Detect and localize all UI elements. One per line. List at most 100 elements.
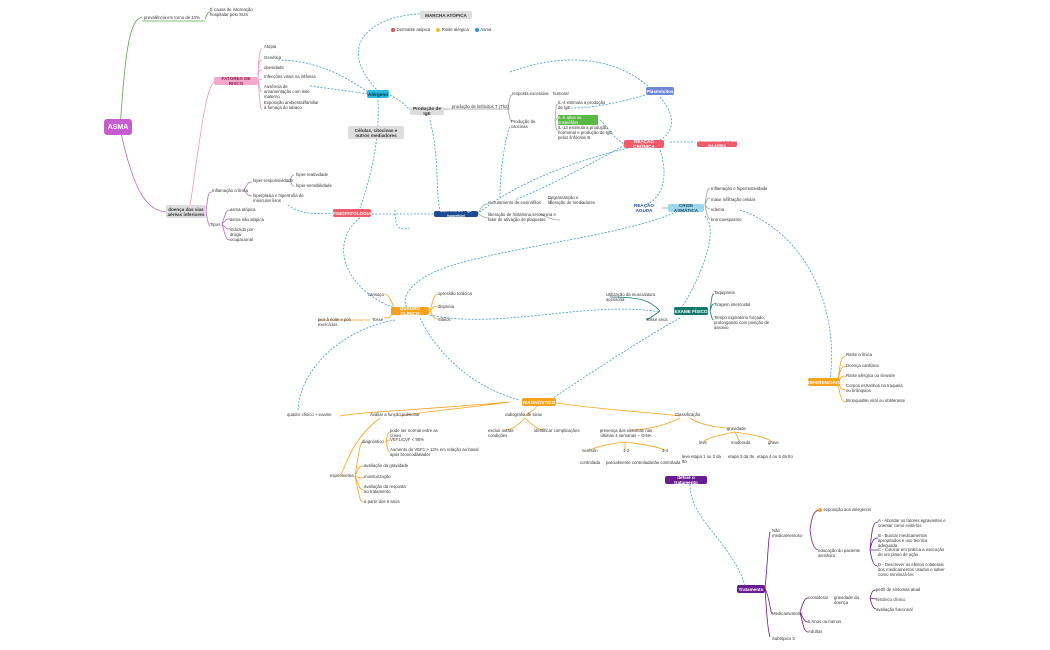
diferenciais-node[interactable]: DIFERENCIAIS (807, 378, 841, 386)
marcha-item-2[interactable]: Asma (474, 27, 491, 32)
marcha-item-1[interactable]: Rinite alérgica (436, 27, 469, 32)
prevalence-note[interactable]: É causa de internação hospitalar pelo SU… (210, 7, 253, 17)
quadro-item-tosse[interactable]: Tosse (372, 317, 384, 322)
citocina-il13[interactable]: IL-13 estimula a produção hormonal e pro… (558, 125, 613, 140)
gravidade-step-1[interactable]: etapa 3 da tto (728, 454, 755, 459)
liberacao-label[interactable]: liberação de histamina,serotonina e fato… (488, 212, 556, 222)
humoral-label[interactable]: humoral (553, 91, 569, 96)
tipo-item-1[interactable]: asma não atópica (230, 217, 264, 222)
grav-item-1[interactable]: histórico clínico (876, 597, 906, 602)
fatores-item-5[interactable]: Exposição ambiental/familiar à fumaça do… (264, 100, 319, 110)
alergeno-node[interactable]: Alérgeno (367, 90, 389, 98)
espiro-diag-item-0[interactable]: pode ser normal entre as crises (390, 428, 438, 438)
fatores-item-1[interactable]: Genética (264, 55, 282, 60)
diagnostico-funcao-pulmonar[interactable]: Avaliar a função pulmonar (370, 412, 420, 417)
educacao-item-c[interactable]: C - Colocar em prática a execução de um … (878, 547, 945, 557)
diagnostico-quadro-exame[interactable]: quadro clínico + exame (287, 412, 332, 417)
gravidade-title[interactable]: gravidade (727, 426, 746, 431)
gravidade-level-2[interactable]: grave (768, 440, 779, 445)
quadro-item-dispneia[interactable]: dispneia (438, 304, 455, 309)
nao-medicamentoso-label[interactable]: Não medicamentoso (772, 528, 803, 538)
grav-item-2[interactable]: avaliação funcional (876, 607, 913, 612)
fatores-item-0[interactable]: Atopia (264, 44, 277, 49)
crise-item-1[interactable]: maior infiltração celular (711, 197, 756, 202)
exame-item-tiragem[interactable]: Tiragem intercostal (714, 302, 751, 307)
prevalence-label[interactable]: prevalência em torno de 10% (144, 15, 200, 20)
radiografia-complicacoes[interactable]: identificar complicações (534, 428, 580, 433)
tipo-item-3[interactable]: ocupacional (230, 237, 253, 242)
exame-fisico-node[interactable]: EXAME FÍSICO (674, 307, 708, 315)
quadro-clinico-node[interactable]: QUADRO CLÍNICO (391, 306, 429, 316)
plasmocitos-node[interactable]: Plasmócitos (646, 87, 674, 95)
tipos-label[interactable]: Tipos (210, 222, 221, 227)
educacao-item-b[interactable]: B - Buscar medicamentos apropriados e us… (878, 533, 928, 548)
crise-item-0[interactable]: Inflamação e hiperreatividade (711, 186, 768, 191)
producao-citocinas-label[interactable]: Produção de citocinas (511, 119, 536, 129)
exame-tosse-seca[interactable]: Tosse seca (646, 317, 668, 322)
controle-level-1[interactable]: 1-2 (623, 448, 630, 453)
adultos-label[interactable]: Adultos (808, 629, 823, 634)
producao-linfocitos-label[interactable]: produção de linfócitos T (Th2) (452, 104, 509, 109)
espiro-diag-item-2[interactable]: Aumento do VEF1 > 12% em relação ao basa… (390, 447, 479, 457)
fatores-item-4[interactable]: Ausência de amamentação com leite matern… (264, 84, 310, 99)
reacao-cronica-node[interactable]: REAÇÃO CRÔNICA (624, 139, 664, 149)
quadro-item-sibilos[interactable]: Sibilos (438, 317, 451, 322)
controle-level-2[interactable]: 3-4 (662, 448, 669, 453)
producao-ige-node[interactable]: Produção de IgE (410, 106, 444, 116)
radiografia-excluir[interactable]: excluir outras condições (488, 428, 514, 438)
reacao-aguda-node[interactable]: REAÇÃO AGUDA (634, 203, 654, 213)
espiro-diag-item-1[interactable]: VEF1/CVF < 90% (390, 437, 425, 442)
hiper-responsividade-label[interactable]: hiper-responsividade (253, 178, 293, 183)
diagnostico-radiografia[interactable]: radiografia de tórax (505, 412, 543, 417)
controle-result-0[interactable]: controlada (580, 460, 601, 465)
diferencial-item-2[interactable]: Rinite alérgica ou sinusite (846, 373, 895, 378)
marcha-atopica-node[interactable]: MARCHA ATÓPICA (420, 11, 472, 19)
resposta-excessiva-label[interactable]: resposta excessiva (512, 91, 549, 96)
gravidade-doenca-label[interactable]: gravidade da doença (834, 595, 859, 605)
controle-gina-title[interactable]: presença dos sintomas nas últimas 4 sema… (599, 428, 653, 438)
considerar-label[interactable]: considerar (808, 595, 829, 600)
exposicao-alergenos-label[interactable]: exposição aos alérgenos (818, 507, 872, 512)
controle-level-0[interactable]: nenhum (582, 448, 598, 453)
tipo-item-2[interactable]: induzida por droga (230, 227, 254, 237)
gravidade-step-0[interactable]: leve etapa 1 ou 2 da tto (682, 454, 721, 464)
grav-item-0[interactable]: perfil de sintomas atual (876, 587, 921, 592)
gravidade-step-2[interactable]: etapa 4 ou 5 da tto (757, 454, 793, 459)
recrutamento-label[interactable]: recrutamento de eosinófilos (488, 200, 541, 205)
gravidade-level-0[interactable]: leve (699, 440, 707, 445)
diferencial-item-3[interactable]: Corpos estranhos na traqueia ou brônquio… (846, 383, 903, 393)
doenca-vias-aereas-node[interactable]: doença das vias aéreas inferiores (166, 205, 206, 218)
controle-result-1[interactable]: parcialmente controlada (606, 460, 652, 465)
educacao-item-a[interactable]: A - Abordar os fatores agravantes e orie… (878, 518, 946, 528)
espiro-item-1[interactable]: monitorização (364, 474, 391, 479)
mastocitos-node[interactable]: MASTÓCITOS + IgE (superfície) (434, 209, 478, 218)
diferencial-item-1[interactable]: Doença cardíaca (846, 363, 879, 368)
tratamento-node[interactable]: Tratamento (737, 585, 765, 593)
medicamentoso-label[interactable]: Medicamentoso (772, 611, 803, 616)
exame-item-taquipneia[interactable]: Taquipneia (714, 290, 735, 295)
gravidade-level-1[interactable]: moderada (731, 440, 751, 445)
hiper-sensibilidade-label[interactable]: hiper-sensibilidade (296, 183, 332, 188)
celulas-mediadores-node[interactable]: Células, citocinas e outros mediadores (348, 126, 404, 139)
crise-item-2[interactable]: edema (711, 207, 725, 212)
fatores-item-3[interactable]: Infecções virais na infância (264, 74, 316, 79)
espiro-item-0[interactable]: avaliação da gravidade (364, 463, 409, 468)
inflamacao-cronica-label[interactable]: Inflamação crônica (212, 188, 249, 193)
diagnostico-classificacao[interactable]: Classificação (675, 412, 701, 417)
define-tratamento-node[interactable]: define o tratamento (665, 475, 707, 485)
cinco-anos-label[interactable]: 5 Anos ou menos (808, 619, 842, 624)
hiper-reatividade-label[interactable]: hiper-reatividade (296, 172, 329, 177)
root-node-asma[interactable]: ASMA (104, 119, 132, 135)
remodelamento-node[interactable]: REMODELAMENTO DA VIA AÉREA (697, 139, 737, 148)
educacao-paciente-label[interactable]: educação do paciente asmático (818, 548, 861, 558)
quadro-item-opressao[interactable]: opressão torácica (438, 291, 472, 296)
espiro-item-2[interactable]: avaliação da resposta ao tratamento (364, 484, 406, 494)
diagnostico-node[interactable]: DIAGNÓSTICO (522, 398, 556, 406)
exame-item-tempo-expiratorio[interactable]: Tempo expiratório forçado, prolongando c… (714, 315, 770, 330)
espirometria-diagnostico[interactable]: diagnóstico (362, 439, 384, 444)
citocina-il4[interactable]: IL-4 estimula a produção de IgE (558, 100, 606, 110)
educacao-item-d[interactable]: D - Descrever os efeitos colaterais dos … (878, 562, 945, 577)
degranulacao-label[interactable]: Degranulação e liberação de mediadores (548, 195, 596, 205)
marcha-item-0[interactable]: Dermatite atópica (391, 27, 430, 32)
fisiopatologia-node[interactable]: FISIOPATOLOGIA (332, 209, 372, 217)
